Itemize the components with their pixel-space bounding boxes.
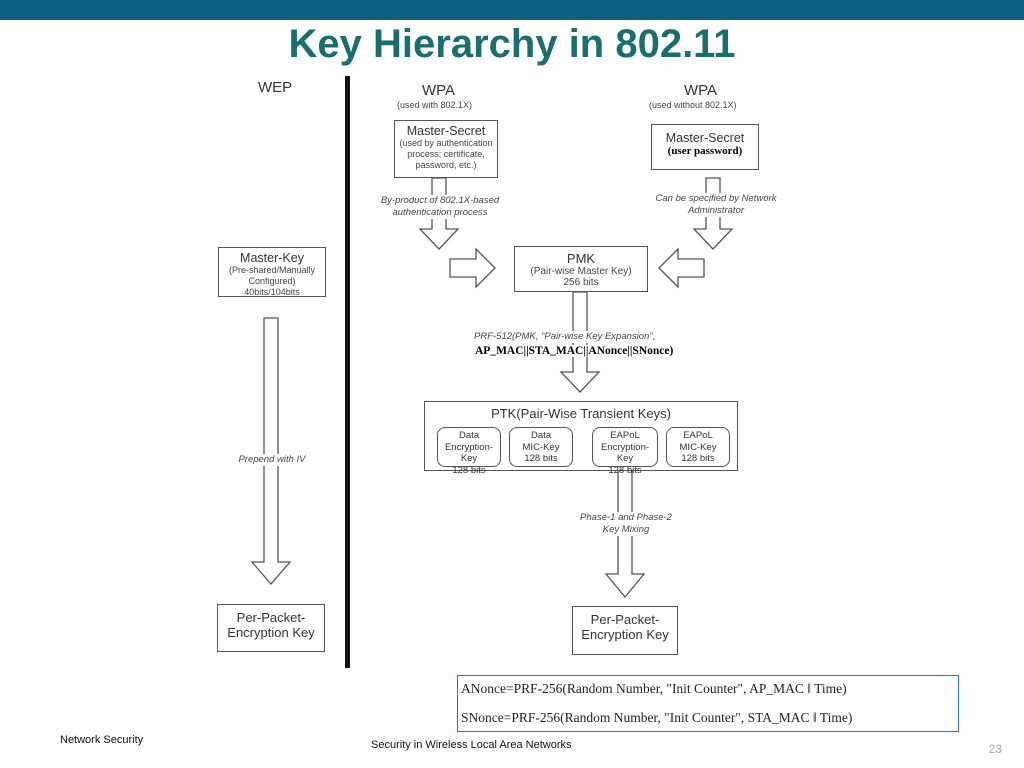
wpa-right-master-secret-title: Master-Secret	[665, 131, 745, 145]
wpa-per-packet-line2: Encryption Key	[581, 627, 669, 642]
ptk-key-3-l3: 128 bits	[608, 464, 642, 476]
wep-per-packet-line2: Encryption Key	[227, 625, 315, 640]
wpa-left-note: By-product of 802.1X-based authenticatio…	[365, 195, 515, 219]
snonce-formula: SNonce=PRF-256(Random Number, "Init Coun…	[461, 710, 853, 725]
arrow-into-pmk-left	[449, 247, 496, 289]
wpa-left-master-secret-line1: (used by authentication	[399, 138, 493, 148]
arrow-into-pmk-right	[658, 247, 705, 289]
wpa-left-sub: (used with 802.1X)	[397, 100, 473, 110]
ptk-key-4-l3: 128 bits	[681, 453, 715, 464]
wpa-left-master-secret-line2: process; certificate,	[407, 149, 485, 159]
pmk-line1: (Pair-wise Master Key)	[530, 266, 632, 277]
nonce-formula-box: ANonce=PRF-256(Random Number, "Init Coun…	[457, 675, 959, 732]
ptk-title: PTK(Pair-Wise Transient Keys)	[491, 406, 671, 421]
wpa-right-master-secret-line1: (user password)	[667, 145, 743, 157]
footer-left: Network Security	[60, 734, 144, 746]
wpa-left-master-secret-line3: password, etc.)	[415, 160, 477, 170]
wpa-right-note: Can be specified by Network Administrato…	[633, 193, 799, 217]
wpa-right-header: WPA	[684, 82, 718, 99]
ptk-key-4-l1: EAPoL	[683, 430, 713, 441]
prf-line1: PRF-512(PMK, "Pair-wise Key Expansion",	[474, 331, 704, 343]
phase-label: Phase-1 and Phase-2 Key Mixing	[560, 512, 692, 536]
prf-line2: AP_MAC||STA_MAC||ANonce||SNonce)	[475, 345, 674, 357]
wep-header: WEP	[258, 79, 293, 96]
wpa-right-note-line1: Can be specified by Network	[655, 193, 777, 204]
ptk-key-eapol-encryption: EAPoL Encryption-Key 128 bits	[592, 427, 658, 476]
ptk-key-2-l3: 128 bits	[524, 453, 558, 464]
pmk-box: PMK (Pair-wise Master Key) 256 bits	[514, 246, 648, 292]
wpa-left-master-secret-box: Master-Secret (used by authentication pr…	[394, 120, 498, 178]
wpa-right-note-line2: Administrator	[688, 205, 744, 216]
ptk-key-data-encryption: Data Encryption-Key 128 bits	[437, 427, 501, 476]
wep-arrow	[250, 317, 292, 585]
wep-per-packet-box: Per-Packet- Encryption Key	[217, 604, 325, 652]
ptk-key-1-l3: 128 bits	[452, 464, 486, 476]
ptk-key-1-l1: Data	[458, 430, 480, 441]
ptk-key-eapol-mic: EAPoL MIC-Key 128 bits	[666, 427, 730, 467]
wep-master-key-line1: (Pre-shared/Manually	[228, 265, 316, 275]
ptk-key-4-l2: MIC-Key	[679, 441, 717, 453]
wep-per-packet-line1: Per-Packet-	[236, 610, 306, 625]
ptk-key-3-l1: EAPoL	[610, 430, 640, 441]
phase-line2: Key Mixing	[602, 524, 650, 535]
wpa-left-note-line2: authentication process	[392, 207, 488, 218]
divider-line	[345, 76, 350, 668]
ptk-key-2-l1: Data	[530, 430, 552, 441]
phase-line1: Phase-1 and Phase-2	[580, 512, 672, 523]
wpa-per-packet-line1: Per-Packet-	[590, 612, 660, 627]
wpa-left-note-line1: By-product of 802.1X-based	[380, 195, 500, 206]
wpa-per-packet-box: Per-Packet- Encryption Key	[572, 606, 678, 655]
wpa-right-sub: (used without 802.1X)	[649, 100, 737, 110]
pmk-line2: 256 bits	[563, 277, 599, 288]
top-banner	[0, 0, 1024, 20]
wep-master-key-box: Master-Key (Pre-shared/Manually Configur…	[218, 247, 326, 297]
prepend-label: Prepend with IV	[218, 454, 326, 466]
wpa-left-master-secret-title: Master-Secret	[406, 124, 486, 138]
slide-title: Key Hierarchy in 802.11	[288, 22, 736, 66]
wep-master-key-line2: Configured)	[248, 276, 296, 286]
wep-master-key-title: Master-Key	[240, 251, 304, 265]
ptk-key-3-l2: Encryption-Key	[600, 441, 650, 465]
anonce-formula: ANonce=PRF-256(Random Number, "Init Coun…	[461, 681, 847, 696]
wpa-left-header: WPA	[422, 82, 456, 99]
footer-center: Security in Wireless Local Area Networks	[371, 739, 572, 751]
ptk-key-2-l2: MIC-Key	[522, 441, 560, 453]
page-number: 23	[988, 742, 1002, 756]
ptk-key-1-l2: Encryption-Key	[444, 441, 494, 465]
pmk-title: PMK	[566, 251, 596, 266]
wep-master-key-line3: 40bits/104bits	[244, 287, 300, 297]
ptk-key-data-mic: Data MIC-Key 128 bits	[509, 427, 573, 467]
wpa-right-master-secret-box: Master-Secret (user password)	[651, 124, 759, 170]
